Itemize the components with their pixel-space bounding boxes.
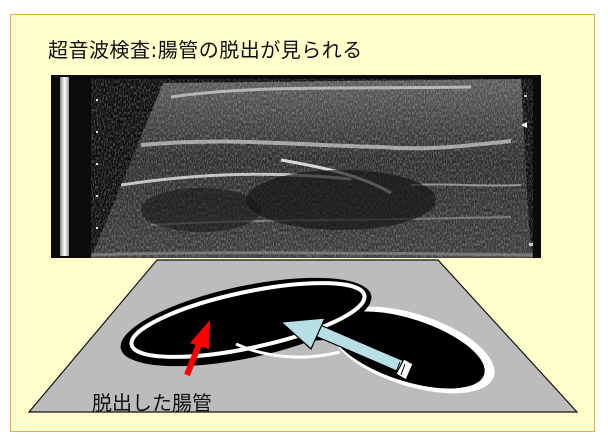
prolapsed-bowel-label: 脱出した腸管 xyxy=(92,387,212,416)
